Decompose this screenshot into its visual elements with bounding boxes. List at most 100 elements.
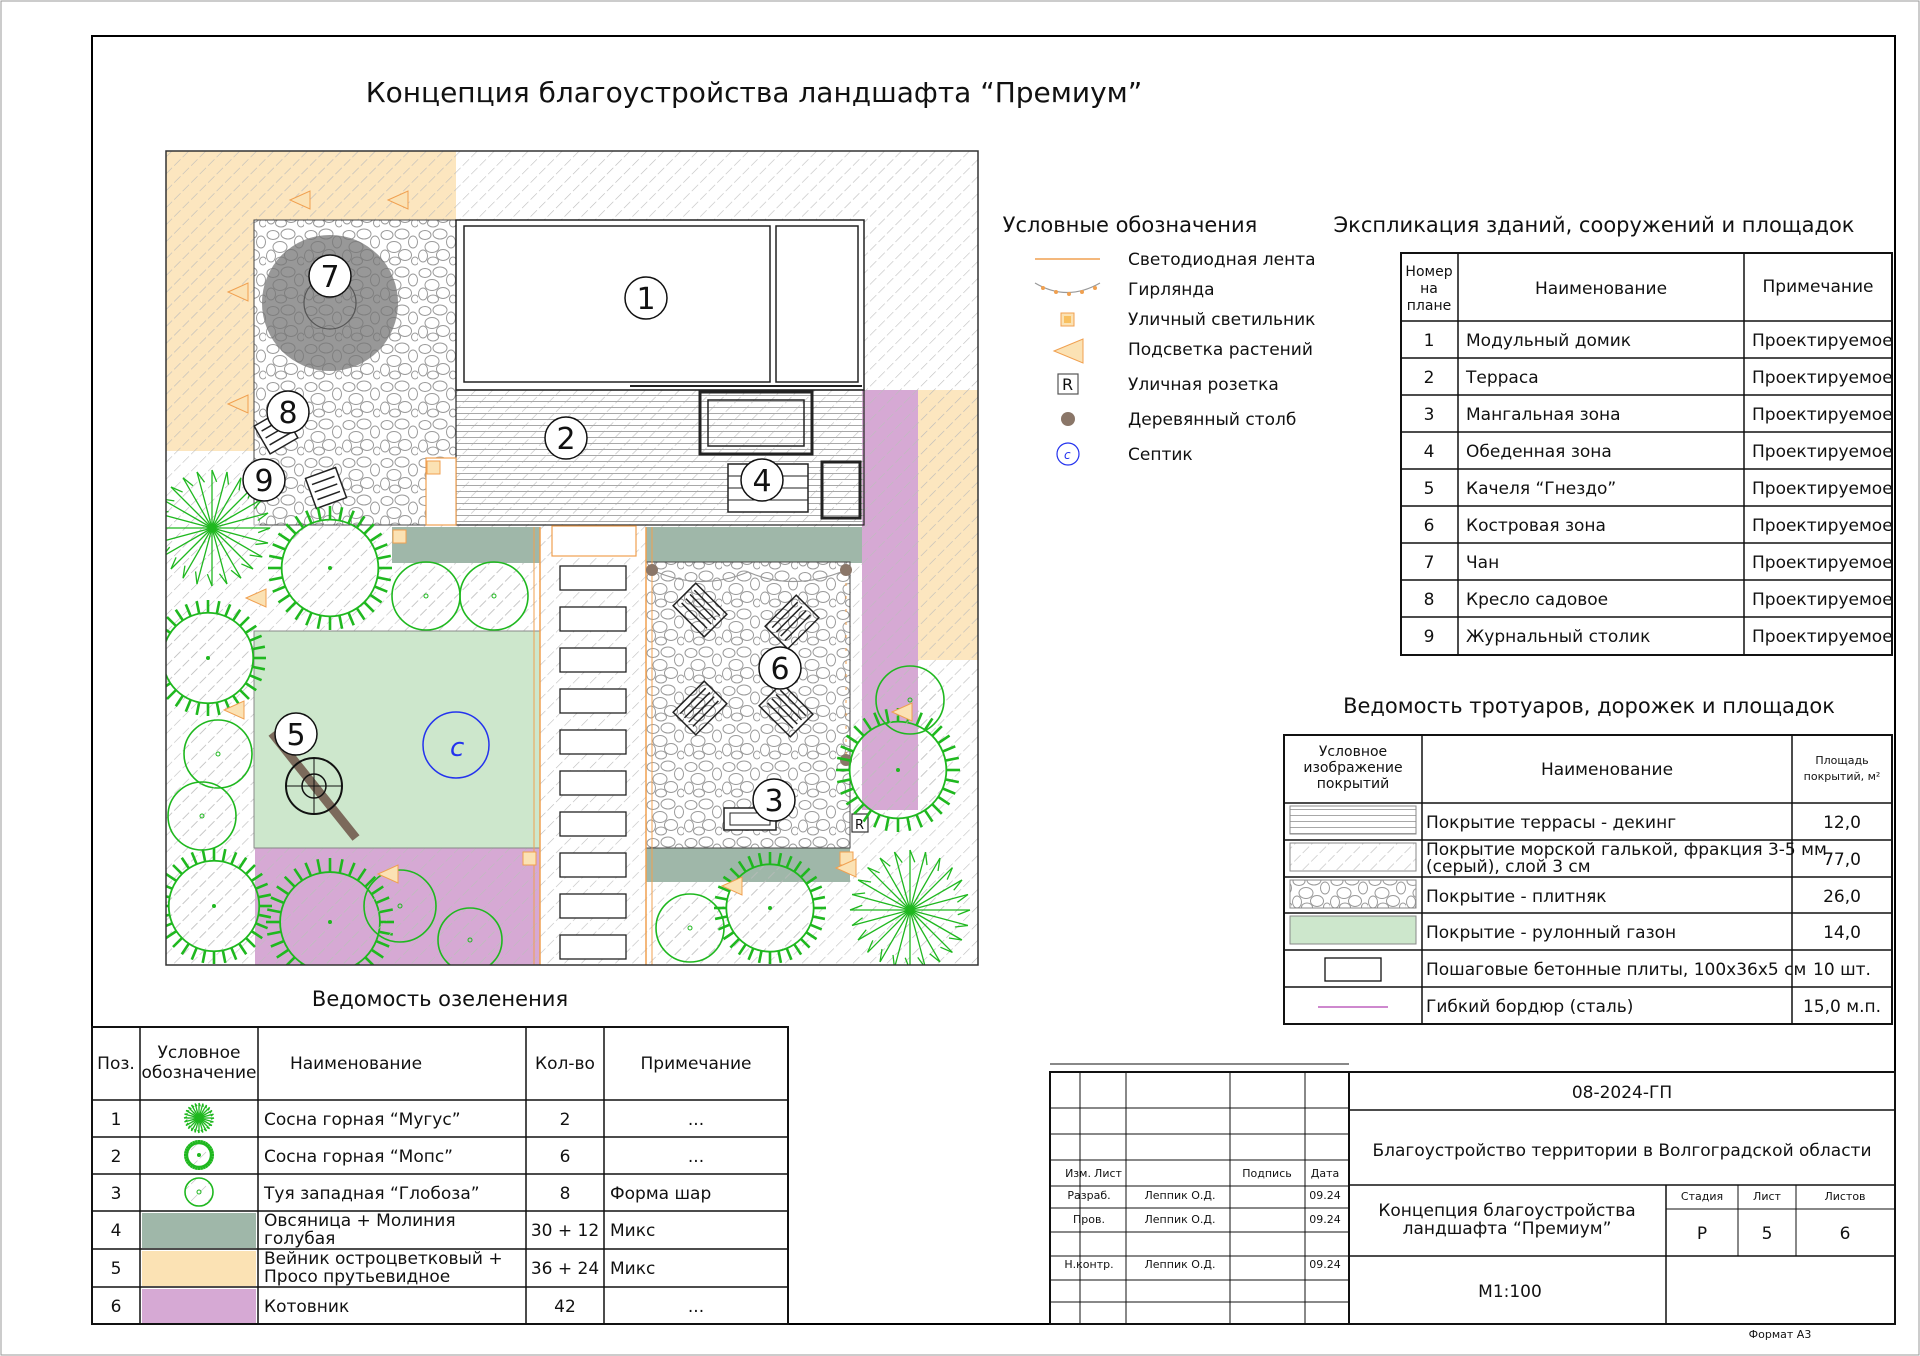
svg-text:8: 8 xyxy=(1424,590,1435,610)
role: Разраб. xyxy=(1067,1189,1110,1202)
stage-value: Р xyxy=(1697,1224,1707,1244)
garland-top xyxy=(651,569,847,583)
svg-text:...: ... xyxy=(688,1147,704,1167)
septic-tank xyxy=(422,711,490,779)
person: Леппик О.Д. xyxy=(1145,1189,1216,1202)
svg-text:3: 3 xyxy=(1424,405,1435,425)
thuja-globosa-symbol xyxy=(391,561,461,631)
greening-table: Ведомость озеленения Поз. Условное обозн… xyxy=(91,987,789,1325)
sheets-label: Листов xyxy=(1824,1190,1865,1203)
greening-header-symbol-1: Условное xyxy=(158,1043,241,1063)
svg-text:Котовник: Котовник xyxy=(264,1297,349,1317)
terrace-armchair xyxy=(820,460,862,520)
septic-icon xyxy=(1056,442,1080,466)
svg-text:8: 8 xyxy=(560,1184,571,1204)
svg-text:3: 3 xyxy=(764,784,783,819)
concrete-stepping-slabs xyxy=(559,565,627,960)
svg-text:Сосна горная “Мопс”: Сосна горная “Мопс” xyxy=(264,1147,453,1167)
legend: Условные обозначения R c Светодиодная ле… xyxy=(1003,213,1316,466)
stepping-slab-swatch xyxy=(1324,957,1382,982)
thuja-globosa-symbol xyxy=(363,869,437,943)
svg-text:Проектируемое: Проектируемое xyxy=(1752,627,1893,647)
svg-text:Покрытие - рулонный газон: Покрытие - рулонный газон xyxy=(1426,923,1676,943)
street-lamps xyxy=(392,460,854,866)
plant-light-icon xyxy=(1052,338,1084,364)
svg-text:Терраса: Терраса xyxy=(1465,368,1539,388)
plan-marker-4: 4 xyxy=(740,458,784,502)
svg-text:Покрытие террасы - декинг: Покрытие террасы - декинг xyxy=(1426,813,1676,833)
greening-title: Ведомость озеленения xyxy=(312,987,568,1011)
svg-text:Проектируемое: Проектируемое xyxy=(1752,368,1893,388)
col-change: Изм. xyxy=(1065,1167,1091,1180)
svg-text:Просо прутьевидное: Просо прутьевидное xyxy=(264,1267,450,1287)
sheet-title-line-2: ландшафта “Премиум” xyxy=(1403,1219,1612,1239)
garland-icon xyxy=(1034,282,1101,293)
svg-text:голубая: голубая xyxy=(264,1229,335,1249)
svg-text:Овсяница + Молиния: Овсяница + Молиния xyxy=(264,1211,456,1231)
pine-mugus-symbol xyxy=(183,1102,215,1134)
paths-row: Гибкий бордюр (сталь)15,0 м.п. xyxy=(1426,997,1881,1017)
greening-header-note: Примечание xyxy=(641,1054,752,1074)
pine-mops-symbol xyxy=(268,506,392,630)
svg-text:9: 9 xyxy=(254,464,273,499)
svg-text:6: 6 xyxy=(111,1297,122,1317)
plan-marker-6: 6 xyxy=(758,646,802,690)
explication-header-num-3: плане xyxy=(1407,298,1451,314)
date: 09.24 xyxy=(1309,1258,1341,1271)
plan-marker-1: 1 xyxy=(624,276,668,320)
wood-post xyxy=(840,564,852,576)
svg-text:Журнальный столик: Журнальный столик xyxy=(1466,627,1650,647)
pine-mops-symbol xyxy=(714,852,826,964)
svg-text:Проектируемое: Проектируемое xyxy=(1752,331,1893,351)
svg-text:2: 2 xyxy=(556,422,575,457)
svg-text:Пошаговые бетонные плиты, 100х: Пошаговые бетонные плиты, 100х36х5 см xyxy=(1426,960,1806,980)
svg-text:Проектируемое: Проектируемое xyxy=(1752,553,1893,573)
drawing-frame xyxy=(91,35,1896,1325)
svg-text:2: 2 xyxy=(560,1110,571,1130)
plan-marker-7: 7 xyxy=(308,254,352,298)
svg-text:8: 8 xyxy=(278,396,297,431)
fescue-bed-left xyxy=(392,527,540,563)
terrace-sofa xyxy=(698,390,814,456)
trees xyxy=(166,190,971,965)
flagstone-swatch xyxy=(1289,879,1417,909)
plant-light xyxy=(288,190,311,210)
paths-header-image-1: Условное xyxy=(1319,744,1387,760)
svg-text:(серый), слой 3 см: (серый), слой 3 см xyxy=(1426,857,1591,877)
paths-title: Ведомость тротуаров, дорожек и площадок xyxy=(1343,694,1835,718)
svg-text:7: 7 xyxy=(320,260,339,295)
svg-text:...: ... xyxy=(688,1297,704,1317)
paths-header-name: Наименование xyxy=(1541,760,1673,780)
plant-light xyxy=(226,282,249,302)
lawn-swatch xyxy=(1289,915,1417,945)
svg-text:Костровая зона: Костровая зона xyxy=(1466,516,1606,536)
legend-item-label: Деревянный столб xyxy=(1128,410,1296,430)
svg-text:c: c xyxy=(1064,448,1071,462)
greening-header-name: Наименование xyxy=(290,1054,422,1074)
sheets-value: 6 xyxy=(1840,1224,1851,1244)
svg-text:Кресло садовое: Кресло садовое xyxy=(1466,590,1608,610)
svg-text:10 шт.: 10 шт. xyxy=(1813,960,1871,980)
legend-title: Условные обозначения xyxy=(1003,213,1258,237)
role: Пров. xyxy=(1073,1213,1105,1226)
project-code: 08-2024-ГП xyxy=(1572,1083,1672,1103)
outlet-glyph: R xyxy=(1062,375,1073,394)
decking-swatch xyxy=(1289,805,1417,835)
explication-header-note: Примечание xyxy=(1763,277,1874,297)
legend-item-label: Уличный светильник xyxy=(1128,310,1315,330)
thuja-globosa-symbol xyxy=(875,665,945,735)
svg-text:Модульный домик: Модульный домик xyxy=(1466,331,1631,351)
plan-marker-8: 8 xyxy=(266,390,310,434)
plant-light xyxy=(376,864,399,884)
svg-text:5: 5 xyxy=(1424,479,1435,499)
thuja-globosa-symbol xyxy=(184,1177,214,1207)
date: 09.24 xyxy=(1309,1213,1341,1226)
